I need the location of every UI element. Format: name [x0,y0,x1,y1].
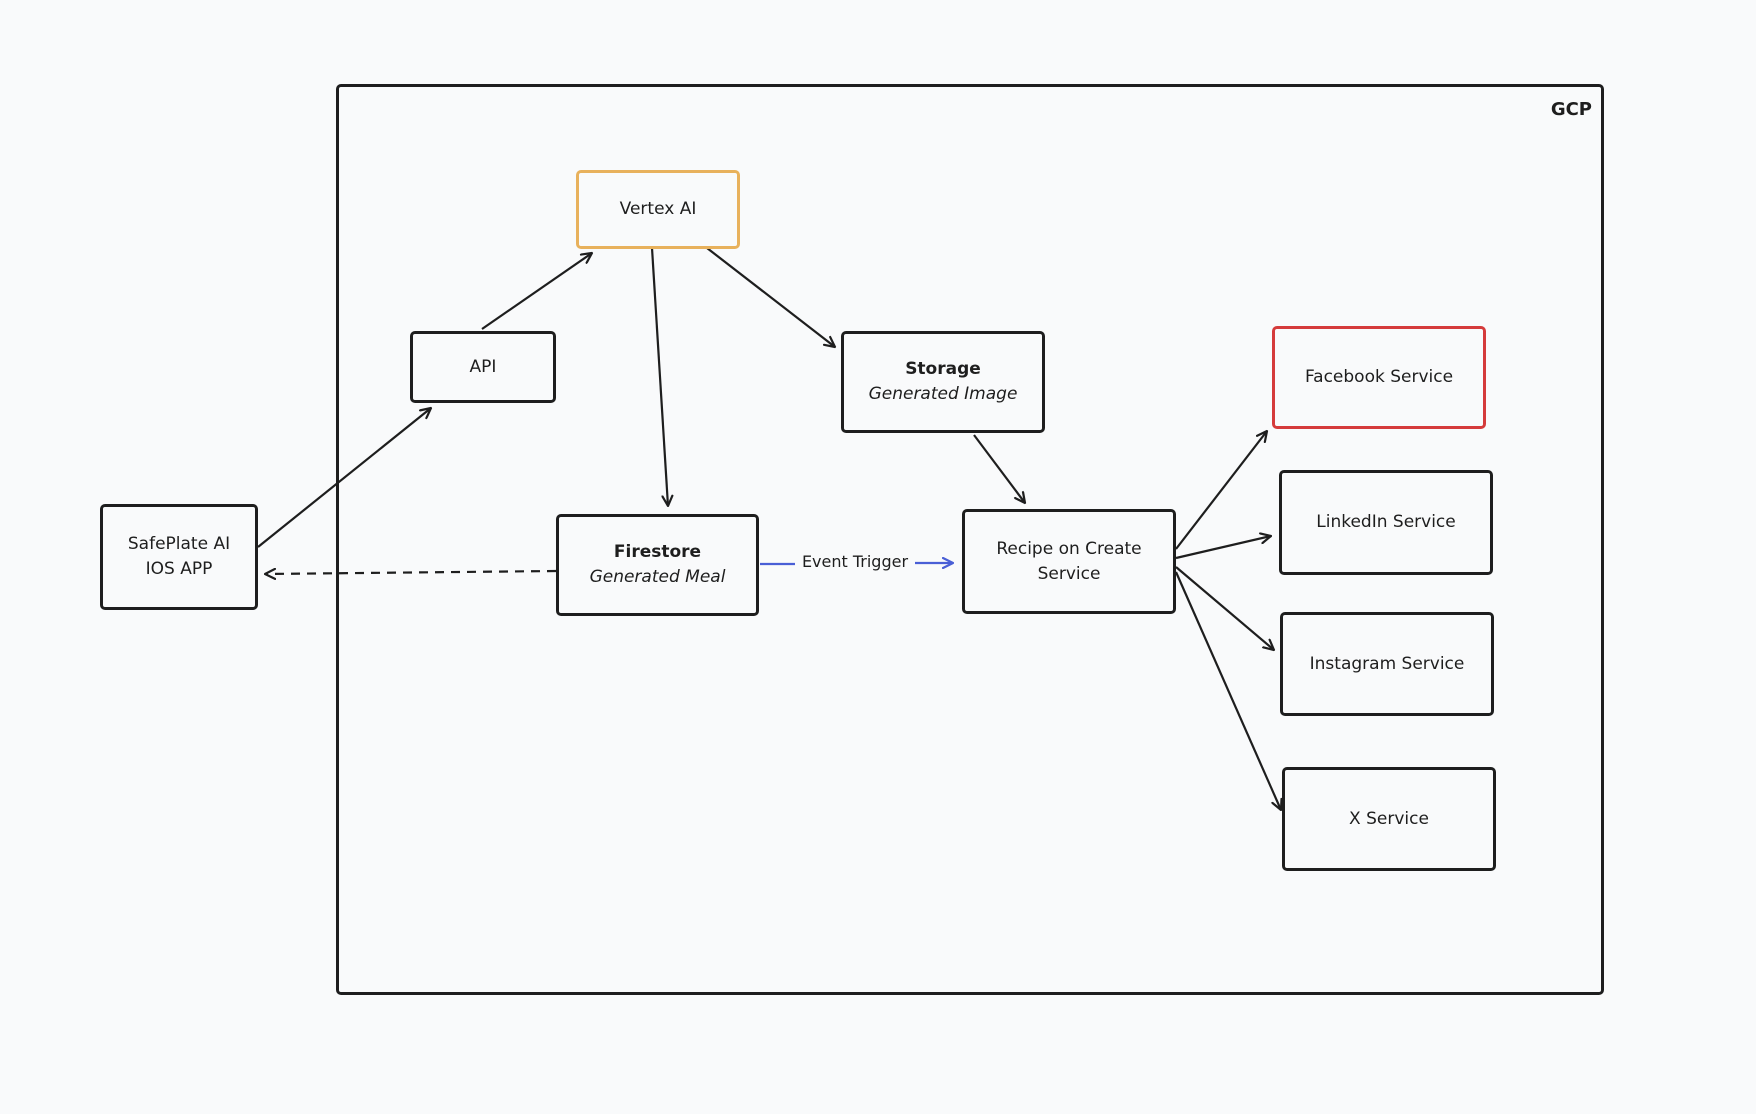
node-storage-subtitle: Generated Image [868,384,1018,404]
node-storage[interactable]: Storage Generated Image [841,331,1045,433]
node-storage-title: Storage [905,359,981,379]
node-x-label: X Service [1349,808,1429,829]
node-vertex-ai[interactable]: Vertex AI [576,170,740,249]
node-instagram-service[interactable]: Instagram Service [1280,612,1494,716]
node-instagram-label: Instagram Service [1309,653,1465,674]
gcp-frame [336,84,1604,995]
node-linkedin-service[interactable]: LinkedIn Service [1279,470,1493,575]
arrow-recipe-to-linkedin [1175,536,1271,560]
node-firestore[interactable]: Firestore Generated Meal [556,514,759,616]
arrow-recipe-to-instagram [1175,566,1274,650]
node-vertex-ai-label: Vertex AI [619,199,697,219]
node-recipe-line2: Service [1037,563,1101,584]
node-firestore-subtitle: Generated Meal [589,567,726,587]
node-x-service[interactable]: X Service [1282,767,1496,871]
node-recipe-line1: Recipe on Create [996,538,1142,559]
node-facebook-service[interactable]: Facebook Service [1272,326,1486,429]
node-facebook-label: Facebook Service [1304,367,1454,387]
arrow-firestore-to-ios-dashed [265,571,557,574]
event-trigger-label: Event Trigger [795,552,915,571]
arrow-recipe-to-facebook [1175,431,1267,550]
arrow-recipe-to-x [1174,571,1281,810]
node-api[interactable]: API [410,331,556,403]
node-ios-app[interactable]: SafePlate AI IOS APP [100,504,258,610]
arrow-vertex-to-firestore [650,247,668,506]
arrow-api-to-vertex [481,253,592,330]
node-ios-app-line2: IOS APP [145,559,213,579]
node-api-label: API [469,356,497,377]
arrow-vertex-to-storage [706,247,835,347]
node-ios-app-line1: SafePlate AI [127,534,231,554]
node-firestore-title: Firestore [613,542,702,562]
gcp-frame-label: GCP [1550,99,1592,120]
arrow-storage-to-recipe [973,434,1025,503]
arrow-ios-to-api [257,408,431,548]
node-recipe-service[interactable]: Recipe on Create Service [962,509,1176,614]
node-linkedin-label: LinkedIn Service [1316,512,1456,532]
